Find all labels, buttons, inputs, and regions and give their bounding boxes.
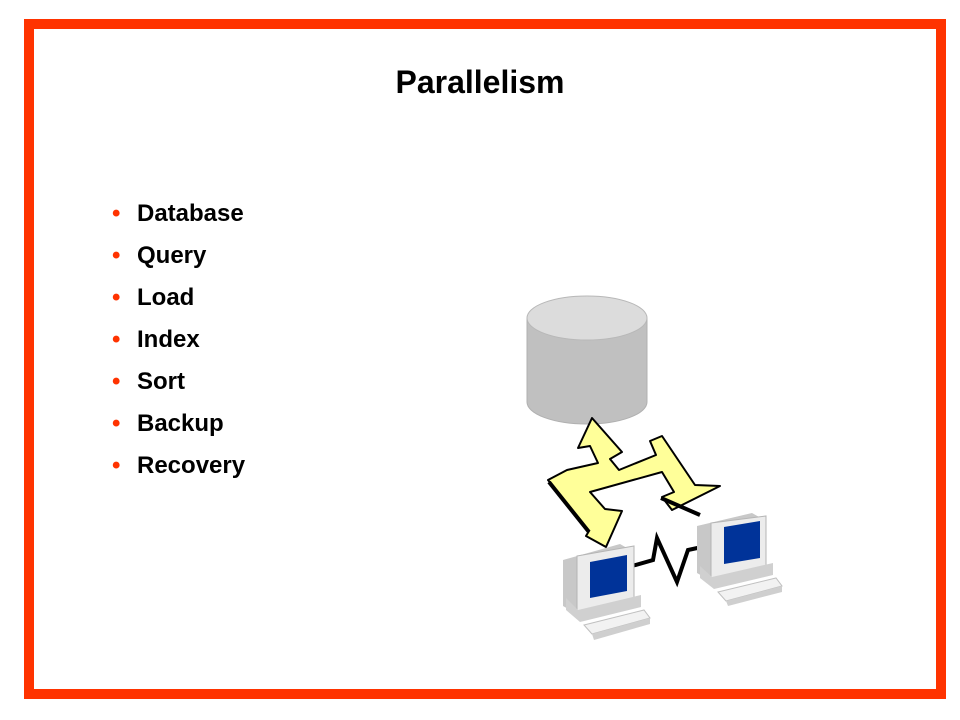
bullet-icon: • (112, 242, 121, 269)
computer-icon (563, 544, 651, 640)
bullet-icon: • (112, 200, 121, 227)
bullet-item-load: • Load (112, 282, 245, 324)
bullet-icon: • (112, 284, 121, 311)
network-link-icon (631, 531, 703, 588)
bullet-label: Backup (137, 410, 224, 437)
bullet-icon: • (112, 410, 121, 437)
bullet-label: Load (137, 284, 195, 311)
bullet-icon: • (112, 452, 121, 479)
bullet-label: Database (137, 200, 244, 227)
bullet-list: • Database • Query • Load • Index • Sort • Bac… (112, 198, 245, 492)
bullet-item-query: • Query (112, 240, 245, 282)
slide-title: Parallelism (395, 64, 565, 100)
bullet-label: Query (137, 242, 207, 269)
bullet-item-recovery: • Recovery (112, 450, 245, 492)
slide-frame (24, 19, 946, 699)
bullet-item-backup: • Backup (112, 408, 245, 450)
bullet-label: Index (137, 326, 200, 353)
bullet-label: Recovery (137, 452, 246, 479)
bullet-label: Sort (137, 368, 185, 395)
bullet-item-sort: • Sort (112, 366, 245, 408)
database-cylinder-icon (526, 295, 648, 425)
bullet-icon: • (112, 368, 121, 395)
bidirectional-arrow-icon (547, 417, 721, 548)
parallel-database-illustration (526, 295, 783, 640)
bullet-icon: • (112, 326, 121, 353)
bullet-item-index: • Index (112, 324, 245, 366)
bullet-item-database: • Database (112, 198, 245, 240)
computer-icon (697, 513, 783, 606)
